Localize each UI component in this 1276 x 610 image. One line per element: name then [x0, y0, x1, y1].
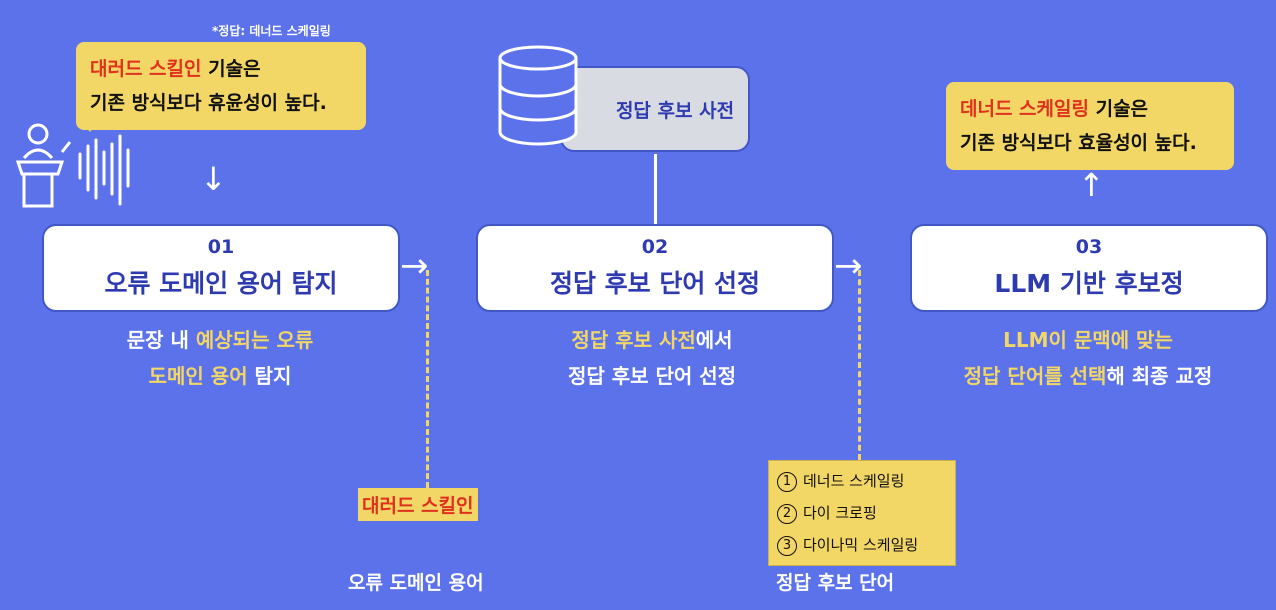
step-02-title: 정답 후보 단어 선정 — [549, 269, 761, 298]
candidate-list: 1 데너드 스케일링 2 다이 크로핑 3 다이나믹 스케일링 — [768, 460, 956, 566]
candidate-connector — [858, 270, 861, 460]
answer-note: *정답: 데너드 스케일링 — [212, 24, 331, 38]
error-term-connector — [426, 270, 429, 488]
speaker-podium-icon — [15, 123, 130, 208]
step-02-box: 02 정답 후보 단어 선정 — [476, 224, 834, 312]
candidate-number: 3 — [777, 535, 797, 556]
right-arrow-icon-2: → — [834, 246, 863, 286]
error-term-label: 오류 도메인 용어 — [348, 572, 484, 594]
desc3-c: 해 최종 교정 — [1106, 364, 1213, 388]
desc1-b: 예상되는 오류 — [195, 328, 314, 352]
candidate-text: 다이나믹 스케일링 — [803, 536, 919, 554]
desc2-b: 에서 — [695, 328, 733, 352]
result-bubble: 데너드 스케일링 기술은 기존 방식보다 효율성이 높다. — [946, 82, 1234, 170]
step-03-title: LLM 기반 후보정 — [994, 269, 1184, 298]
candidate-dictionary: 정답 후보 사전 — [560, 66, 750, 152]
candidate-text: 데너드 스케일링 — [803, 472, 905, 490]
desc3-a: LLM이 문맥에 맞는 — [1003, 328, 1173, 352]
right-arrow-icon-1: → — [400, 246, 429, 286]
result-line2: 기존 방식보다 효율성이 높다. — [960, 132, 1197, 154]
step-01-box: 01 오류 도메인 용어 탐지 — [42, 224, 400, 312]
step-03-description: LLM이 문맥에 맞는 정답 단어를 선택해 최종 교정 — [908, 322, 1268, 394]
up-arrow-icon: ↑ — [1078, 166, 1105, 204]
candidate-number: 1 — [777, 471, 797, 492]
step-03-box: 03 LLM 기반 후보정 — [910, 224, 1268, 312]
desc1-d: 탐지 — [247, 364, 292, 388]
desc1-a: 문장 내 — [126, 328, 196, 352]
down-arrow-icon: ↓ — [200, 160, 227, 198]
desc2-c: 정답 후보 단어 선정 — [567, 364, 737, 388]
result-line1-rest: 기술은 — [1088, 98, 1149, 120]
step-01-description: 문장 내 예상되는 오류 도메인 용어 탐지 — [40, 322, 400, 394]
desc1-c: 도메인 용어 — [148, 364, 248, 388]
desc3-b: 정답 단어를 선택 — [963, 364, 1107, 388]
step-02-description: 정답 후보 사전에서 정답 후보 단어 선정 — [472, 322, 832, 394]
candidate-item: 1 데너드 스케일링 — [777, 465, 947, 497]
speech-line2: 기존 방식보다 휴윤성이 높다. — [90, 92, 327, 114]
candidate-number: 2 — [777, 503, 797, 524]
candidate-text: 다이 크로핑 — [803, 504, 877, 522]
step-01-number: 01 — [207, 236, 235, 258]
speech-error-term: 대러드 스킬인 — [90, 58, 202, 80]
step-01-title: 오류 도메인 용어 탐지 — [104, 269, 338, 298]
candidate-item: 3 다이나믹 스케일링 — [777, 529, 947, 561]
dictionary-connector — [654, 154, 657, 224]
step-03-number: 03 — [1075, 236, 1103, 258]
database-icon — [498, 45, 578, 146]
step-02-number: 02 — [641, 236, 669, 258]
desc2-a: 정답 후보 사전 — [571, 328, 696, 352]
candidate-term-label: 정답 후보 단어 — [776, 572, 895, 594]
dictionary-label: 정답 후보 사전 — [615, 99, 735, 122]
speech-line1-rest: 기술은 — [201, 58, 261, 80]
speech-bubble-tail — [80, 118, 100, 132]
candidate-item: 2 다이 크로핑 — [777, 497, 947, 529]
error-term-badge: 대러드 스킬인 — [358, 488, 478, 521]
result-correct-term: 데너드 스케일링 — [960, 98, 1089, 120]
speech-bubble: 대러드 스킬인 기술은 기존 방식보다 휴윤성이 높다. — [76, 42, 366, 130]
